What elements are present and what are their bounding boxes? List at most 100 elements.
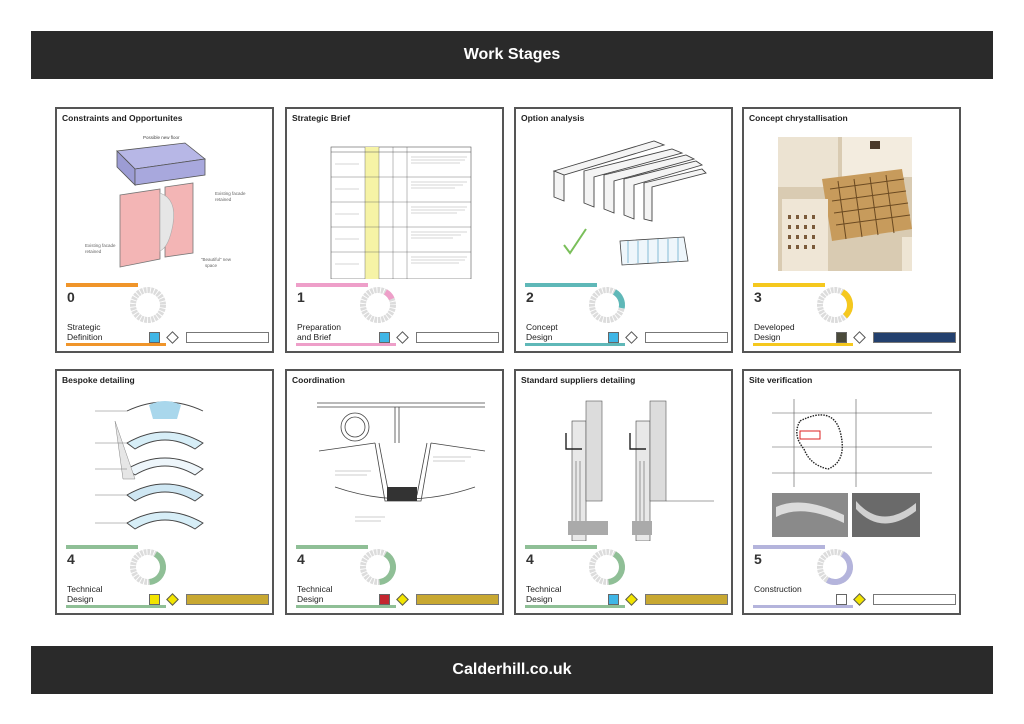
card-title: Bespoke detailing bbox=[62, 375, 135, 385]
material-diamond-icon bbox=[625, 331, 638, 344]
material-swatch bbox=[836, 594, 847, 605]
stage-card-site-verification: Site verification 5 Construction bbox=[742, 369, 961, 615]
donut-track bbox=[360, 287, 396, 323]
material-band bbox=[186, 332, 269, 343]
material-diamond-icon bbox=[396, 593, 409, 606]
stage-progress-donut bbox=[360, 549, 396, 585]
stage-label: Construction bbox=[754, 584, 802, 594]
stage-color-underline bbox=[66, 605, 166, 608]
stage-number: 4 bbox=[297, 551, 305, 567]
page-header-banner: Work Stages bbox=[31, 31, 993, 79]
material-band bbox=[416, 332, 499, 343]
material-swatch bbox=[379, 332, 390, 343]
card-title: Concept chrystallisation bbox=[749, 113, 848, 123]
stage-number: 1 bbox=[297, 289, 305, 305]
stage-color-bar bbox=[296, 283, 368, 287]
card-title: Constraints and Opportunites bbox=[62, 113, 183, 123]
material-swatch bbox=[149, 332, 160, 343]
donut-progress-arc bbox=[360, 549, 396, 585]
coordination-section-illustration bbox=[295, 391, 495, 541]
stage-number: 2 bbox=[526, 289, 534, 305]
material-diamond-icon bbox=[166, 331, 179, 344]
stage-progress-donut bbox=[130, 287, 166, 323]
stage-color-bar bbox=[525, 545, 597, 549]
material-diamond-icon bbox=[853, 331, 866, 344]
material-band bbox=[645, 332, 728, 343]
material-swatch bbox=[149, 594, 160, 605]
stage-progress-donut bbox=[360, 287, 396, 323]
material-swatch bbox=[836, 332, 847, 343]
donut-progress-arc bbox=[817, 549, 853, 585]
stage-progress-donut bbox=[817, 549, 853, 585]
illus-label-top: Possible new floor bbox=[143, 135, 180, 140]
site-survey-illustration bbox=[752, 391, 952, 541]
constraints-illustration: Possible new floor Existing facade retai… bbox=[65, 129, 265, 279]
donut-progress-arc bbox=[130, 549, 166, 585]
material-diamond-icon bbox=[396, 331, 409, 344]
stage-number: 3 bbox=[754, 289, 762, 305]
supplier-detail-illustration bbox=[524, 391, 724, 541]
stage-card-concept-chrystallisation: Concept chrystallisation 3 bbox=[742, 107, 961, 353]
model-photo-illustration bbox=[752, 129, 952, 279]
illus-label-right-2: retained bbox=[215, 197, 232, 202]
stage-color-underline bbox=[296, 605, 396, 608]
material-band bbox=[873, 594, 956, 605]
card-title: Coordination bbox=[292, 375, 345, 385]
stage-progress-donut bbox=[589, 549, 625, 585]
page-title: Work Stages bbox=[463, 46, 561, 63]
stage-color-bar bbox=[296, 545, 368, 549]
material-swatch bbox=[608, 332, 619, 343]
stage-color-underline bbox=[296, 343, 396, 346]
material-diamond-icon bbox=[625, 593, 638, 606]
material-band bbox=[416, 594, 499, 605]
card-title: Standard suppliers detailing bbox=[521, 375, 636, 385]
material-diamond-icon bbox=[166, 593, 179, 606]
brief-table-illustration bbox=[295, 129, 495, 279]
stage-card-standard-suppliers: Standard suppliers detailing 4 Technical… bbox=[514, 369, 733, 615]
stage-color-underline bbox=[753, 343, 853, 346]
stage-progress-donut bbox=[130, 549, 166, 585]
stage-color-underline bbox=[66, 343, 166, 346]
donut-track bbox=[130, 287, 166, 323]
stage-progress-donut bbox=[817, 287, 853, 323]
card-title: Option analysis bbox=[521, 113, 585, 123]
stage-color-bar bbox=[525, 283, 597, 287]
illus-label-left-1: Existing facade bbox=[85, 243, 116, 248]
page-footer-banner: Calderhill.co.uk bbox=[31, 646, 993, 694]
bespoke-detail-illustration bbox=[65, 391, 265, 541]
stage-card-strategic-brief: Strategic Brief 1 bbox=[285, 107, 504, 353]
stage-number: 4 bbox=[526, 551, 534, 567]
material-band bbox=[873, 332, 956, 343]
stage-number: 0 bbox=[67, 289, 75, 305]
material-swatch bbox=[379, 594, 390, 605]
footer-site-link[interactable]: Calderhill.co.uk bbox=[452, 661, 572, 678]
stage-number: 4 bbox=[67, 551, 75, 567]
stage-number: 5 bbox=[754, 551, 762, 567]
stage-color-bar bbox=[753, 283, 825, 287]
material-band bbox=[645, 594, 728, 605]
stage-color-underline bbox=[525, 343, 625, 346]
card-title: Site verification bbox=[749, 375, 813, 385]
stage-progress-donut bbox=[589, 287, 625, 323]
card-title: Strategic Brief bbox=[292, 113, 351, 123]
option-sketch-illustration bbox=[524, 129, 724, 279]
stage-card-constraints: Constraints and Opportunites Possible ne… bbox=[55, 107, 274, 353]
donut-progress-arc bbox=[589, 549, 625, 585]
illus-label-bottom-2: space bbox=[205, 263, 218, 268]
illus-label-bottom-1: “Beautiful” new bbox=[201, 257, 232, 262]
stage-color-underline bbox=[525, 605, 625, 608]
stage-color-underline bbox=[753, 605, 853, 608]
stage-color-bar bbox=[753, 545, 825, 549]
stage-color-bar bbox=[66, 545, 138, 549]
illus-label-left-2: retained bbox=[85, 249, 102, 254]
